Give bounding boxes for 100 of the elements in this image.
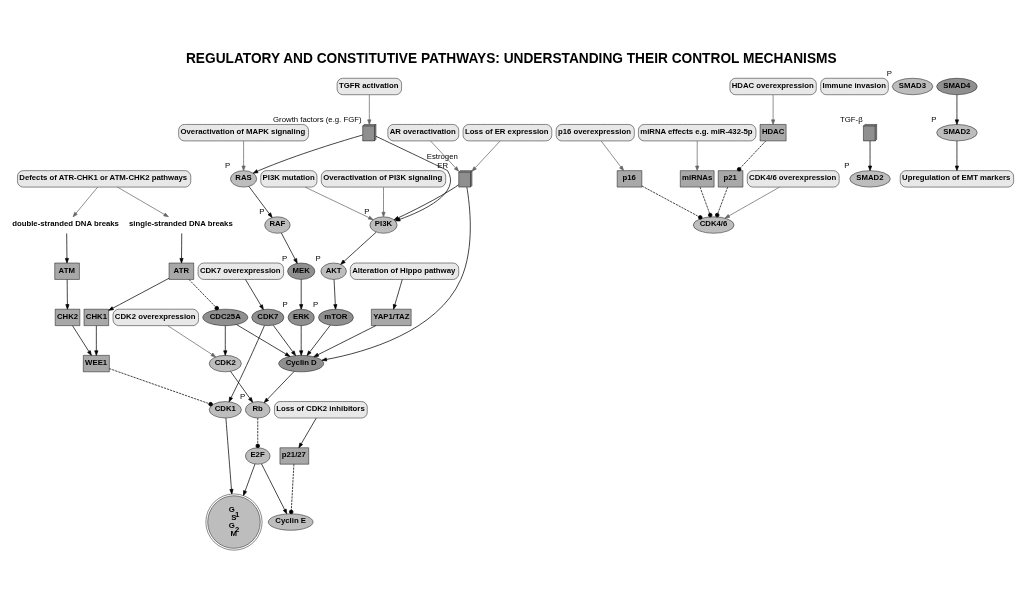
arrow <box>375 135 451 221</box>
node-label: P <box>315 253 321 263</box>
node-text: single-stranded DNA breaks <box>129 218 233 228</box>
arrow <box>241 140 246 171</box>
node-label: P <box>364 206 370 216</box>
arrow <box>230 370 253 402</box>
diagram-title: REGULATORY AND CONSTITUTIVE PATHWAYS: UNDERSTANDING THEIR CONTROL MECHANISMS <box>185 50 837 66</box>
node-box: HDAC <box>759 123 787 141</box>
node-label: P <box>886 68 893 78</box>
arrow <box>72 186 98 217</box>
arrow <box>471 140 501 172</box>
node-label: Estrogen <box>426 151 458 161</box>
connector <box>736 140 767 171</box>
node-box: TGFR activation <box>336 77 402 95</box>
node-box: WEE1 <box>83 354 110 372</box>
node-box: CDK2 overexpression <box>112 308 199 326</box>
node-box: Immune invasion <box>820 77 889 95</box>
node-box: Defects of ATR-CHK1 or ATM-CHK2 pathways <box>17 169 191 187</box>
arrow <box>252 134 363 174</box>
node-label: P <box>239 391 246 401</box>
arrow <box>393 183 460 220</box>
arrow <box>392 278 403 310</box>
node-ellipse: CDK7 <box>251 308 285 326</box>
connector <box>289 463 295 514</box>
arrow <box>225 417 234 494</box>
arrow <box>72 324 92 356</box>
node-ellipse: E2F <box>245 447 271 464</box>
node-label: P <box>312 299 319 309</box>
node-box: PI3K mutation <box>260 169 318 187</box>
arrow <box>771 93 776 125</box>
arrow <box>600 140 624 171</box>
arrow <box>954 140 959 171</box>
node-ellipse: ERK <box>287 308 315 326</box>
arrow <box>263 370 295 403</box>
arrow <box>695 140 700 171</box>
arrow <box>167 324 217 357</box>
node-box: Overactivation of MAPK signaling <box>178 123 309 141</box>
arrow <box>367 93 372 125</box>
node-ellipse: SMAD2 <box>936 123 978 141</box>
connector <box>641 185 703 220</box>
node-ellipse: CDC25A <box>202 308 249 326</box>
node-box: Overactivation of PI3K signaling <box>321 169 446 187</box>
node-box: p16 <box>616 169 643 187</box>
arrow <box>298 417 317 448</box>
node-label: P <box>282 253 288 263</box>
arrow <box>223 324 228 356</box>
node-label: TGF-β <box>840 114 863 124</box>
connector <box>699 186 713 217</box>
node-box: ATR <box>168 262 194 280</box>
node-box: CDK4/6 overexpression <box>747 169 840 187</box>
node-box: p21 <box>718 169 744 187</box>
node-box: p21/27 <box>279 447 309 464</box>
arrow <box>272 324 296 356</box>
arrow <box>65 278 70 310</box>
arrow <box>108 277 170 311</box>
arrow <box>261 463 288 514</box>
node-label: P <box>844 160 850 170</box>
arrow <box>299 278 304 310</box>
node-text: double-stranded DNA breaks <box>12 218 119 228</box>
node-label: P <box>259 206 265 216</box>
node-box: Loss of CDK2 inhibitors <box>274 400 368 418</box>
node-box: CDK7 overexpression <box>197 262 284 280</box>
node-box: YAP1/TAZ <box>371 308 412 326</box>
node-box: miRNAs <box>680 169 715 187</box>
node-box: Alteration of Hippo pathway <box>350 262 459 280</box>
arrow <box>954 93 959 125</box>
node-label: P <box>931 114 937 124</box>
arrow <box>281 232 298 264</box>
arrow <box>299 324 304 356</box>
arrow <box>313 324 377 357</box>
arrow <box>245 278 264 310</box>
arrow <box>381 186 386 217</box>
arrow <box>333 278 338 310</box>
node-box: ATM <box>54 262 80 280</box>
node-label: ER <box>437 160 449 170</box>
arrow <box>868 140 872 171</box>
arrow <box>724 186 780 218</box>
node-ellipse: SMAD2 <box>849 169 891 187</box>
connector <box>715 186 728 217</box>
arrow <box>117 186 169 217</box>
arrow <box>179 232 184 263</box>
node-box: CHK1 <box>83 308 109 326</box>
node-box: HDAC overexpression <box>729 77 817 95</box>
node-ellipse: Cyclin E <box>268 513 314 530</box>
node-ellipse: mTOR <box>318 308 354 326</box>
node-label: P <box>282 299 288 309</box>
node-box: Upregulation of EMT markers <box>900 169 1014 187</box>
arrow <box>228 324 265 402</box>
node-ellipse: RAF <box>264 216 291 233</box>
node-label: P <box>225 160 231 170</box>
arrow <box>340 231 377 265</box>
node-label: Growth factors (e.g. FGF) <box>273 114 362 124</box>
arrow <box>306 324 331 356</box>
arrow <box>94 324 99 356</box>
node-box: p16 overexpression <box>555 123 635 141</box>
node-ellipse: MEK <box>287 262 316 280</box>
arrow <box>304 186 374 220</box>
arrow <box>65 232 69 263</box>
node-ellipse: SMAD4 <box>936 77 978 95</box>
arrow <box>248 185 273 218</box>
